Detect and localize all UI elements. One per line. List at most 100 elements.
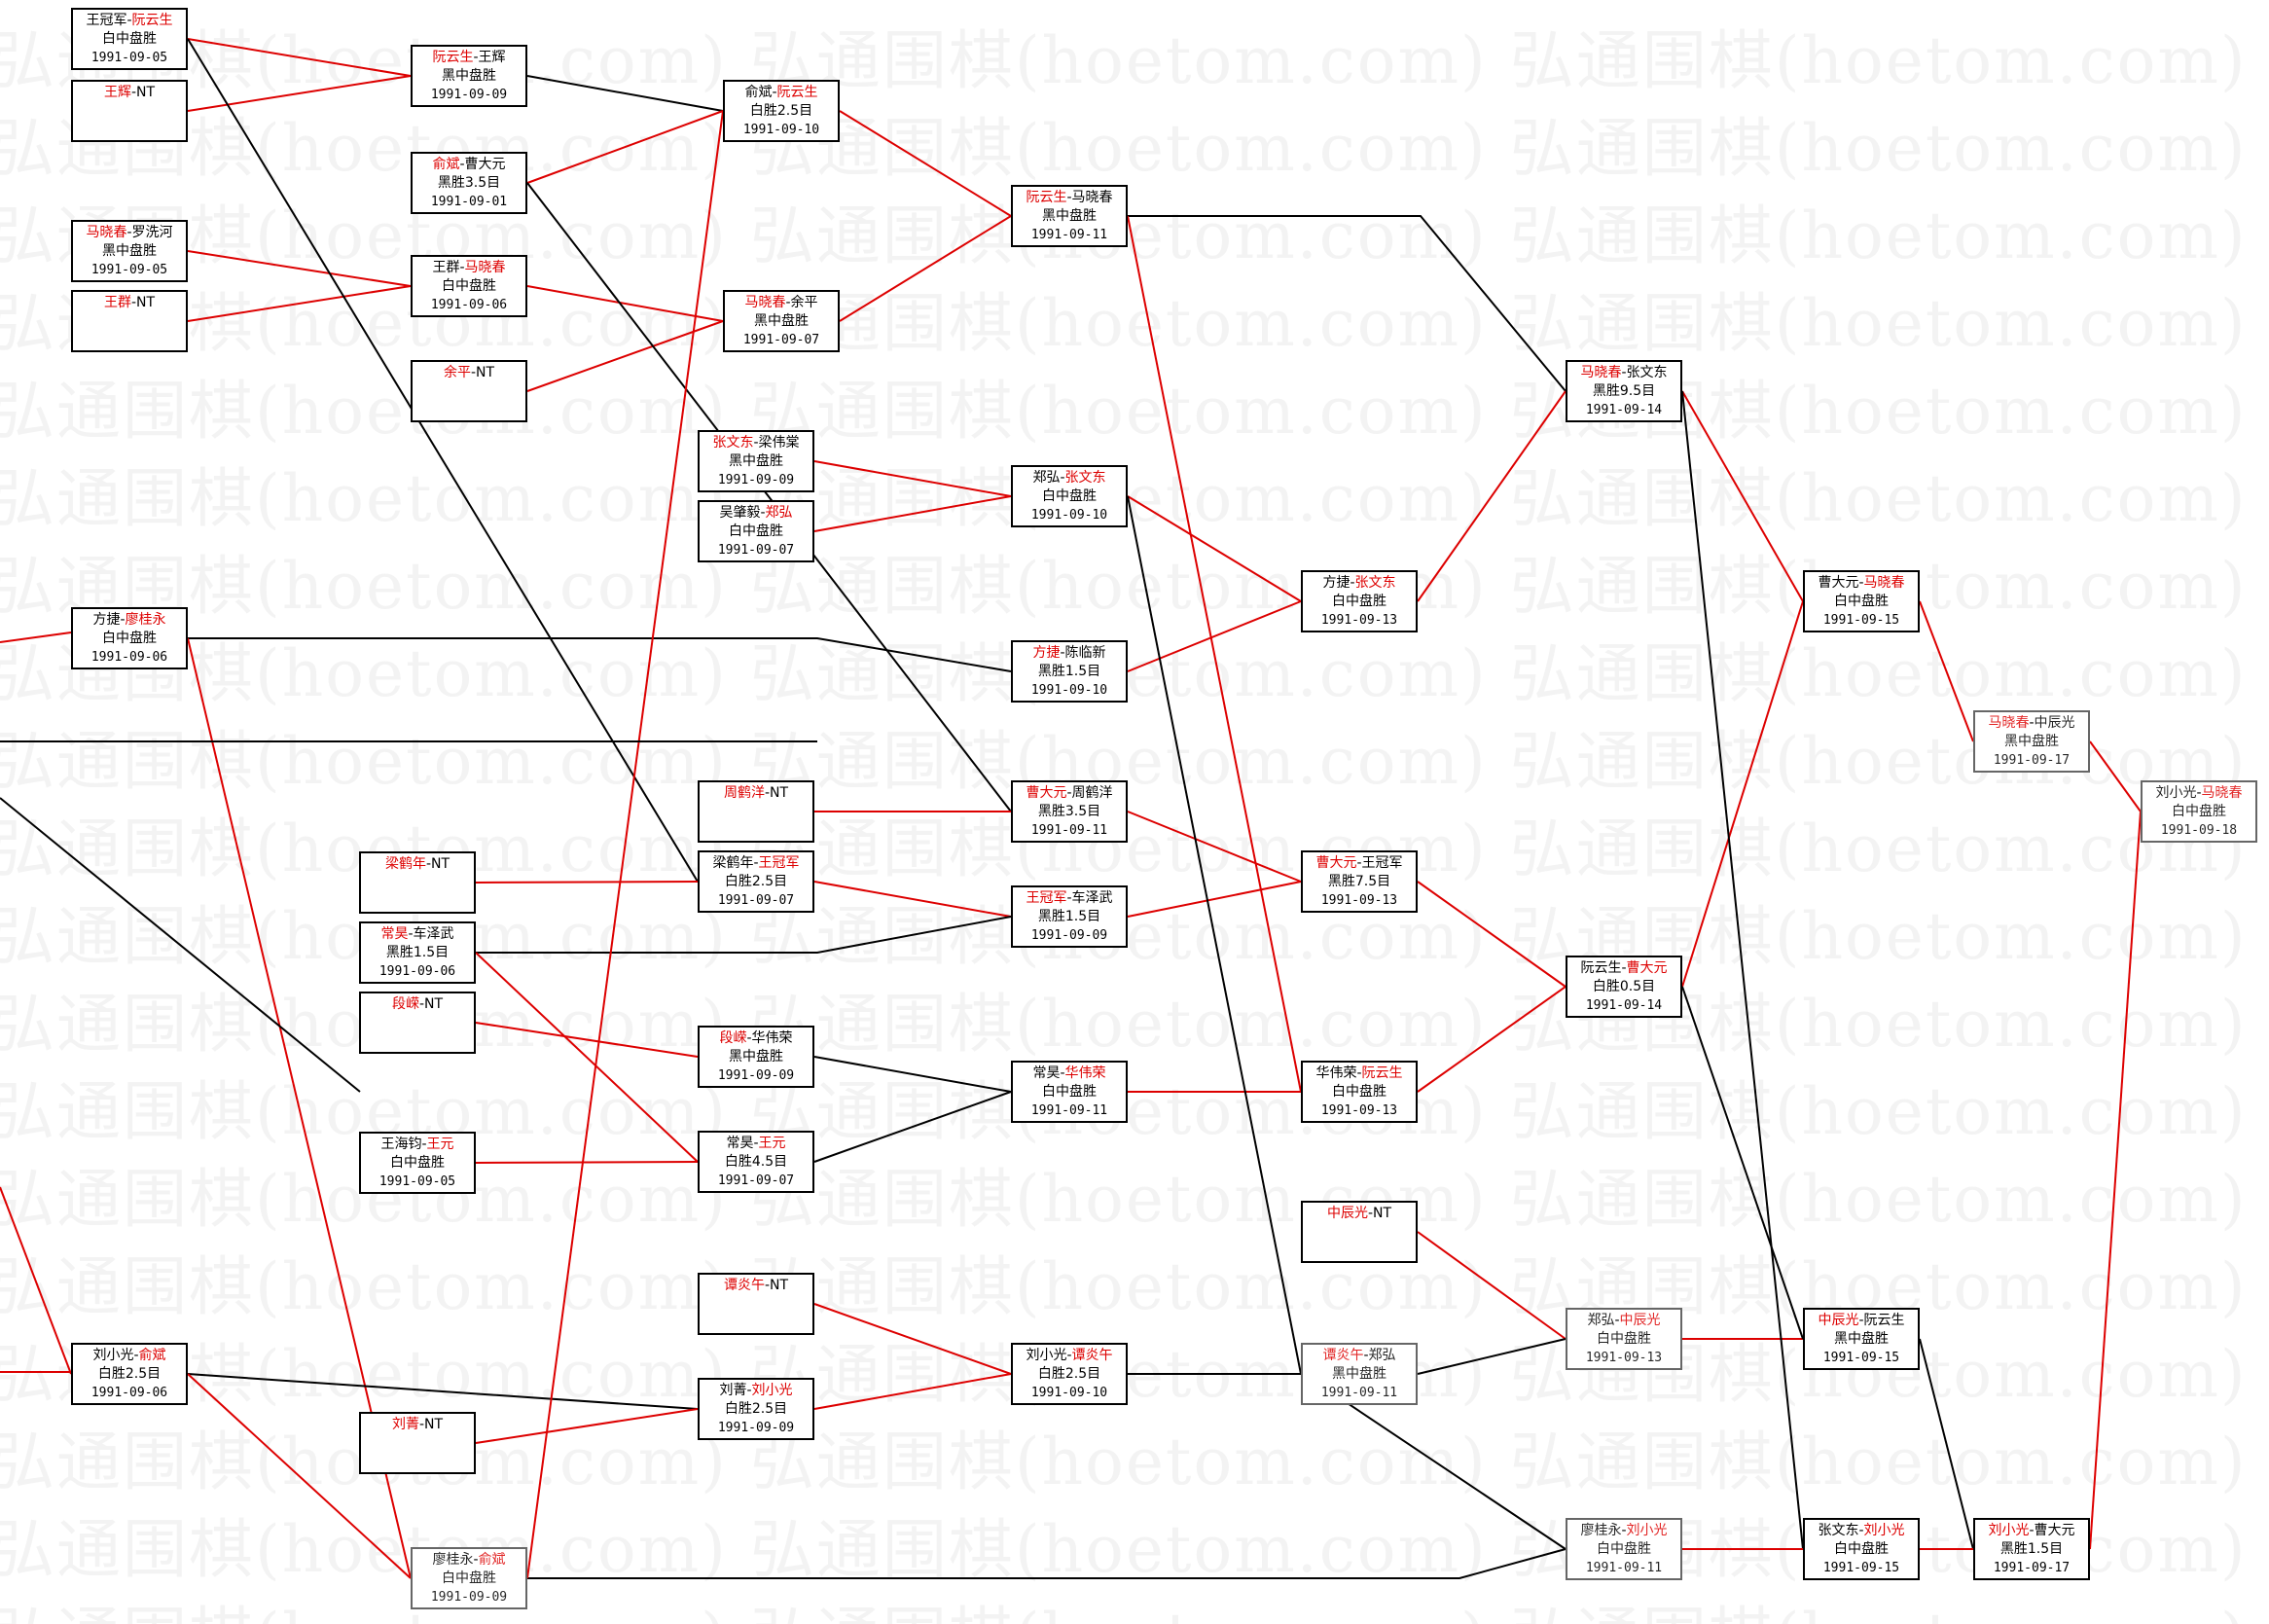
loser-connector bbox=[813, 1056, 1012, 1093]
match-players: 华伟荣-阮云生 bbox=[1303, 1065, 1416, 1083]
match-players: 谭炎午-NT bbox=[700, 1277, 812, 1295]
player-separator: - bbox=[470, 365, 477, 380]
match-result: 白胜2.5目 bbox=[724, 1401, 788, 1417]
winner-connector bbox=[813, 460, 1012, 497]
winner-connector bbox=[1127, 495, 1302, 602]
match-players: 梁鹤年-NT bbox=[361, 855, 474, 874]
match-date: 1991-09-09 bbox=[717, 1421, 795, 1435]
player-separator: - bbox=[1858, 575, 1864, 591]
winner-connector bbox=[187, 75, 412, 112]
match-players: 梁鹤年-王冠军 bbox=[700, 854, 812, 873]
white-player: 马晓春 bbox=[1071, 190, 1113, 205]
winner-connector bbox=[0, 632, 72, 643]
winner-connector bbox=[475, 1022, 699, 1058]
match-date: 1991-09-11 bbox=[1030, 1103, 1108, 1118]
winner-connector bbox=[1417, 390, 1567, 602]
white-player: 王冠军 bbox=[758, 855, 800, 871]
player-separator: - bbox=[1621, 960, 1627, 976]
black-player: 马晓春 bbox=[1580, 365, 1622, 380]
white-player: 阮云生 bbox=[1863, 1313, 1905, 1328]
match-box: 中辰光-NT bbox=[1301, 1201, 1418, 1263]
black-player: 方捷 bbox=[92, 612, 121, 628]
match-players: 俞斌-曹大元 bbox=[413, 156, 525, 174]
match-result: 黑胜1.5目 bbox=[1037, 909, 1101, 924]
winner-connector bbox=[813, 495, 1012, 532]
player-separator: - bbox=[473, 50, 479, 65]
player-separator: - bbox=[473, 1552, 479, 1568]
black-player: 张文东 bbox=[712, 435, 754, 451]
match-players: 段嵘-NT bbox=[361, 995, 474, 1014]
black-player: 王海钧 bbox=[380, 1137, 422, 1152]
winner-connector bbox=[475, 881, 699, 884]
white-player: NT bbox=[431, 856, 450, 872]
player-separator: - bbox=[1621, 1523, 1627, 1538]
match-date: 1991-09-07 bbox=[717, 893, 795, 908]
player-separator: - bbox=[421, 1137, 427, 1152]
black-player: 刘小光 bbox=[1026, 1348, 1067, 1363]
match-players: 马晓春-张文东 bbox=[1567, 364, 1680, 382]
winner-connector bbox=[1127, 600, 1302, 672]
player-separator: - bbox=[2029, 1523, 2035, 1538]
match-date: 1991-09-07 bbox=[717, 1173, 795, 1188]
match-date: 1991-09-17 bbox=[1993, 1561, 2071, 1575]
white-player: 华伟荣 bbox=[1064, 1065, 1106, 1081]
match-players: 王辉-NT bbox=[73, 84, 186, 102]
player-separator: - bbox=[1356, 855, 1362, 871]
white-player: NT bbox=[770, 785, 789, 801]
match-result: 白中盘胜 bbox=[2172, 804, 2226, 819]
white-player: NT bbox=[1373, 1206, 1392, 1221]
white-player: 俞斌 bbox=[478, 1552, 506, 1568]
white-player: 谭炎午 bbox=[1071, 1348, 1113, 1363]
winner-connector bbox=[1417, 986, 1567, 1093]
loser-connector bbox=[527, 1548, 1567, 1579]
black-player: 常昊 bbox=[726, 1136, 754, 1151]
match-result: 黑胜3.5目 bbox=[1037, 804, 1101, 819]
white-player: 阮云生 bbox=[131, 13, 173, 28]
match-box: 周鹤洋-NT bbox=[698, 780, 814, 843]
match-result: 白中盘胜 bbox=[729, 523, 783, 539]
winner-connector bbox=[813, 1373, 1012, 1410]
match-result: 黑中盘胜 bbox=[1042, 208, 1097, 224]
match-result: 白中盘胜 bbox=[102, 631, 157, 646]
match-box: 谭炎午-NT bbox=[698, 1273, 814, 1335]
match-players: 常昊-车泽武 bbox=[361, 925, 474, 944]
black-player: 阮云生 bbox=[1580, 960, 1622, 976]
match-players: 方捷-廖桂永 bbox=[73, 611, 186, 630]
match-result: 白中盘胜 bbox=[1042, 1084, 1097, 1100]
winner-connector bbox=[526, 320, 724, 392]
white-player: 郑弘 bbox=[1368, 1348, 1396, 1363]
white-player: 刘小光 bbox=[1863, 1523, 1905, 1538]
match-box: 王辉-NT bbox=[71, 80, 188, 142]
black-player: 曹大元 bbox=[1315, 855, 1357, 871]
winner-connector bbox=[475, 952, 699, 1163]
match-players: 刘小光-曹大元 bbox=[1975, 1522, 2088, 1540]
match-result: 黑胜1.5目 bbox=[1037, 664, 1101, 679]
match-players: 中辰光-NT bbox=[1303, 1205, 1416, 1223]
white-player: 周鹤洋 bbox=[1071, 785, 1113, 801]
black-player: 华伟荣 bbox=[1315, 1065, 1357, 1081]
white-player: 王元 bbox=[758, 1136, 786, 1151]
black-player: 俞斌 bbox=[744, 85, 773, 100]
white-player: NT bbox=[136, 295, 156, 310]
black-player: 俞斌 bbox=[432, 157, 460, 172]
black-player: 周鹤洋 bbox=[723, 785, 765, 801]
loser-connector bbox=[476, 916, 1012, 954]
match-date: 1991-09-14 bbox=[1585, 998, 1663, 1013]
player-separator: - bbox=[459, 260, 465, 275]
player-separator: - bbox=[1066, 785, 1072, 801]
match-result: 白中盘胜 bbox=[1597, 1331, 1651, 1347]
player-separator: - bbox=[1066, 1348, 1072, 1363]
winner-connector bbox=[2089, 740, 2142, 812]
match-box: 余平-NT bbox=[411, 360, 527, 422]
white-player: 罗洗河 bbox=[131, 225, 173, 240]
